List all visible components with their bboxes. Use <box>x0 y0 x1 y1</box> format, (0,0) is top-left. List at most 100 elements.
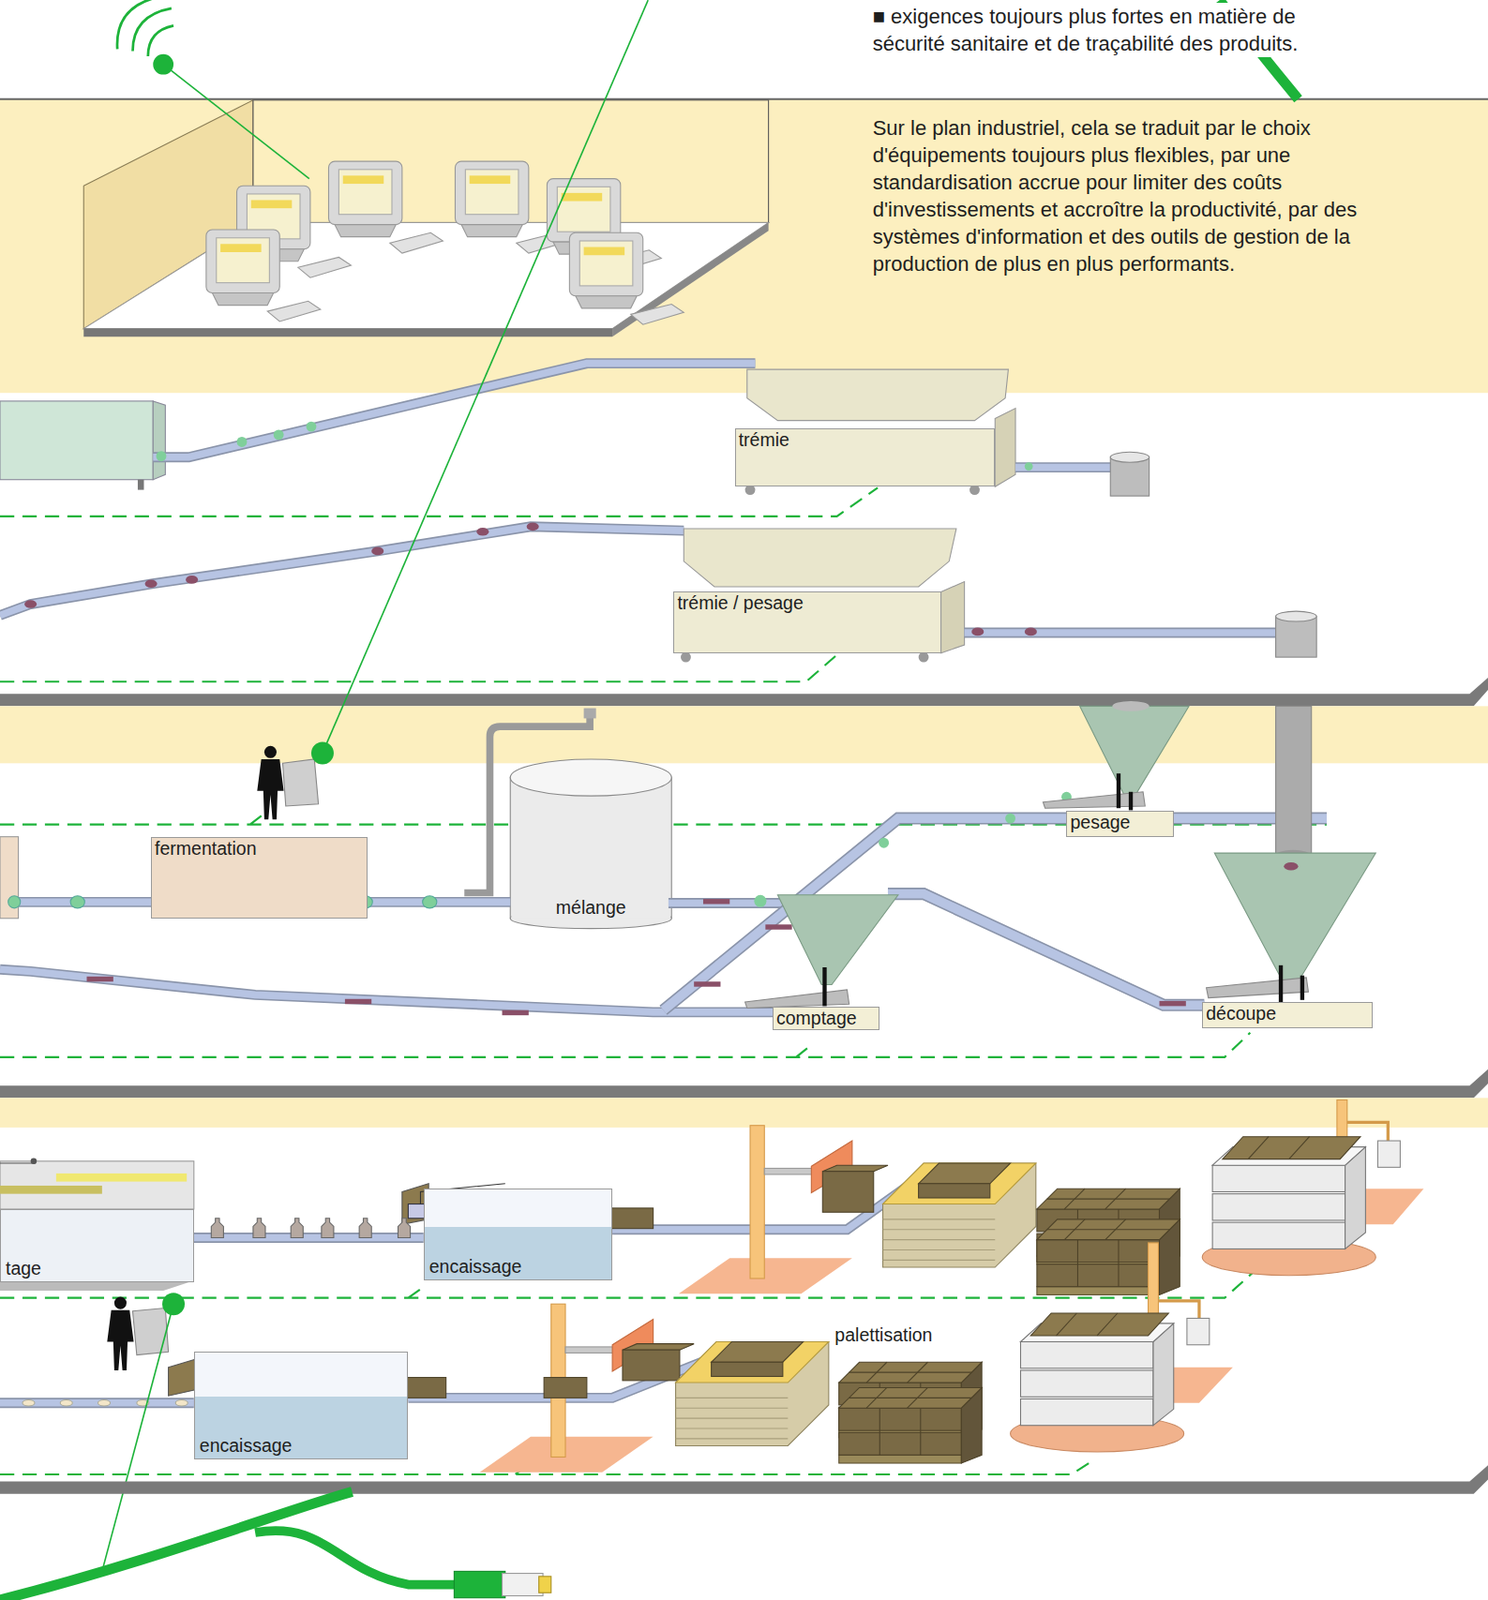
factory-illustration <box>24 600 37 609</box>
factory-illustration <box>822 1165 888 1173</box>
factory-illustration <box>1276 706 1312 856</box>
factory-illustration <box>1283 862 1298 872</box>
factory-illustration <box>453 1571 505 1598</box>
bullet-note: ■ exigences toujours plus fortes en mati… <box>872 2 1361 58</box>
factory-illustration <box>163 64 310 180</box>
factory-illustration <box>273 429 285 440</box>
factory-illustration <box>1112 701 1149 712</box>
factory-illustration <box>152 401 166 481</box>
factory-illustration <box>1148 1243 1159 1315</box>
factory-illustration <box>1276 616 1318 659</box>
factory-illustration <box>693 981 721 987</box>
factory-illustration <box>883 1163 1037 1268</box>
factory-illustration <box>510 759 672 797</box>
factory-illustration <box>0 526 684 617</box>
factory-illustration <box>584 708 597 720</box>
factory-illustration <box>1187 1318 1210 1345</box>
factory-illustration <box>745 990 850 1009</box>
factory-illustration <box>822 967 827 1007</box>
conveyor-items <box>175 896 437 1239</box>
factory-illustration <box>680 652 692 663</box>
machine-label: pesage <box>1069 811 1130 834</box>
factory-illustration <box>1080 706 1189 797</box>
area-label: palettisation <box>834 1324 932 1347</box>
factory-illustration <box>106 1297 134 1371</box>
factory-illustration <box>133 1308 169 1356</box>
machine-label: tage <box>5 1258 42 1280</box>
factory-illustration <box>1110 451 1149 463</box>
factory-illustration <box>1110 457 1149 496</box>
factory-illustration <box>185 575 198 585</box>
machine-label: trémie / pesage <box>676 592 803 615</box>
factory-illustration <box>964 629 1281 637</box>
factory-illustration <box>152 363 755 458</box>
factory-illustration <box>83 329 613 338</box>
conveyor <box>194 1232 424 1244</box>
factory-illustration <box>887 894 1204 1007</box>
factory-illustration <box>168 1359 196 1397</box>
conveyor <box>194 1234 424 1243</box>
factory-illustration <box>237 436 248 448</box>
factory-illustration <box>1015 462 1113 473</box>
factory-illustration <box>502 1574 544 1597</box>
factory-illustration <box>97 1400 110 1408</box>
factory-illustration <box>8 896 21 909</box>
conveyor <box>367 899 511 907</box>
machine-label: encaissage <box>199 1435 293 1458</box>
factory-illustration <box>703 899 730 904</box>
factory-illustration <box>543 1378 587 1399</box>
factory-illustration <box>345 999 372 1005</box>
factory-illustration <box>328 161 443 254</box>
factory-illustration <box>1202 1137 1376 1277</box>
factory-illustration <box>1005 813 1016 825</box>
factory-illustration <box>765 924 792 930</box>
factory-illustration <box>777 895 898 986</box>
factory-illustration <box>175 1400 188 1408</box>
factory-illustration <box>0 1069 1488 1098</box>
factory-illustration <box>403 1378 447 1399</box>
factory-illustration <box>0 1097 1488 1128</box>
factory-illustration <box>887 894 1204 1007</box>
factory-illustration <box>822 1172 873 1214</box>
factory-illustration <box>0 1162 36 1164</box>
factory-illustration <box>918 652 930 663</box>
factory-illustration <box>30 1158 38 1166</box>
machine-label: fermentation <box>154 838 256 860</box>
factory-illustration <box>156 450 167 462</box>
factory-illustration <box>0 706 1488 764</box>
factory-illustration <box>0 99 1488 393</box>
factory-illustration <box>1214 853 1376 982</box>
factory-illustration <box>0 401 153 481</box>
factory-illustration <box>1377 1141 1400 1168</box>
factory-illustration <box>0 526 684 617</box>
conveyor-items <box>422 896 437 909</box>
factory-illustration <box>1024 628 1038 637</box>
factory-illustration <box>152 54 174 76</box>
factory-illustration <box>480 1304 654 1473</box>
conveyor <box>367 901 511 903</box>
conveyor-items <box>359 1218 372 1239</box>
filling-machine: tage <box>0 1209 195 1283</box>
factory-illustration <box>539 1577 552 1594</box>
factory-illustration <box>1276 611 1318 622</box>
factory-illustration <box>162 1292 185 1316</box>
factory-illustration <box>526 522 540 531</box>
factory-illustration <box>102 1304 174 1572</box>
conveyor <box>367 897 511 908</box>
factory-illustration <box>668 898 786 909</box>
factory-illustration <box>663 818 1328 1011</box>
conveyor-items <box>290 1218 303 1239</box>
factory-illustration <box>56 1173 187 1183</box>
factory-illustration <box>117 0 174 57</box>
conveyor-items <box>398 1218 411 1239</box>
factory-illustration <box>22 1400 35 1408</box>
factory-illustration <box>256 746 284 820</box>
factory-illustration <box>569 232 684 325</box>
factory-illustration <box>0 1270 1256 1475</box>
factory-illustration <box>683 528 957 587</box>
conveyor-items <box>253 1218 266 1239</box>
factory-illustration <box>0 677 1488 707</box>
factory-illustration <box>502 1010 529 1016</box>
factory-illustration <box>371 547 384 557</box>
